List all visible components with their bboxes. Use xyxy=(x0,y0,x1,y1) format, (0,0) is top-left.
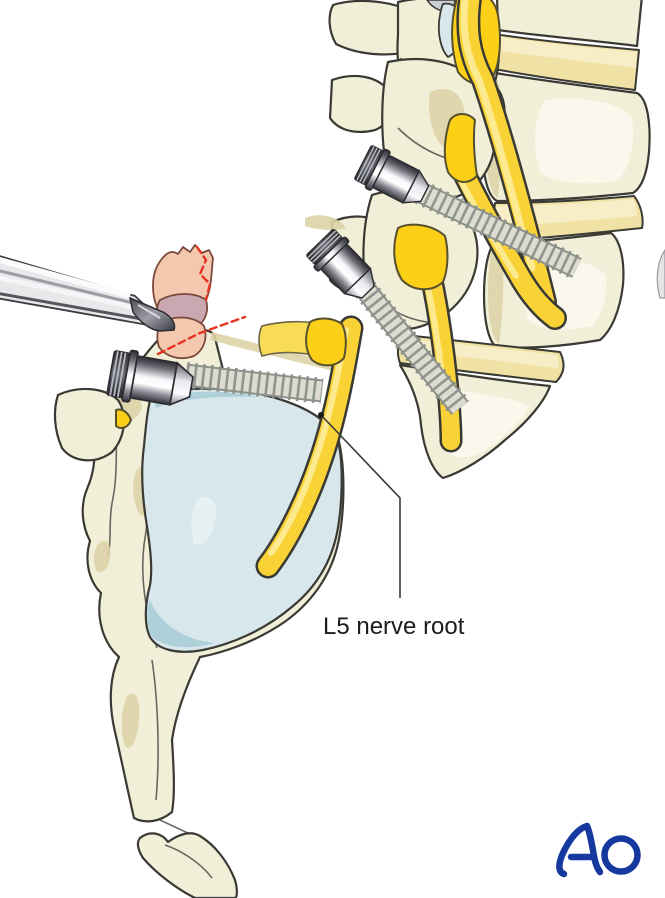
label-leader-dot xyxy=(318,412,324,418)
resected-fragment xyxy=(152,244,247,360)
l5-nerve-root-label: L5 nerve root xyxy=(323,613,465,640)
edge-fragment xyxy=(656,248,665,299)
osteotomy-line xyxy=(156,315,247,356)
transverse-process-l5 xyxy=(53,387,126,462)
pedicle-screw-mid xyxy=(303,226,470,416)
nerve-tip-peek xyxy=(115,408,132,429)
coccyx xyxy=(136,832,238,898)
pedicle-screw-upper xyxy=(352,141,583,280)
ligamentum-flavum xyxy=(443,113,478,183)
l5-nerve-root xyxy=(255,315,364,579)
si-cartilage xyxy=(141,387,343,653)
pedicle-screw-s1 xyxy=(105,346,324,414)
ligamentum-flavum xyxy=(393,223,449,291)
annotation-l5-nerve-root: L5 nerve root xyxy=(318,412,465,640)
ligamentum-flavum xyxy=(305,317,347,367)
label-leader-line xyxy=(320,414,401,598)
nerve-roots xyxy=(115,0,567,579)
osteotomy-line xyxy=(195,245,212,302)
ao-logo-letter-o xyxy=(601,835,641,875)
vertebral-column xyxy=(396,0,665,480)
osteotome xyxy=(0,255,176,332)
ao-logo xyxy=(556,822,641,878)
vertebral-body xyxy=(496,0,643,48)
ao-logo-letter-a xyxy=(556,822,604,878)
cartilage-surface xyxy=(141,387,343,653)
